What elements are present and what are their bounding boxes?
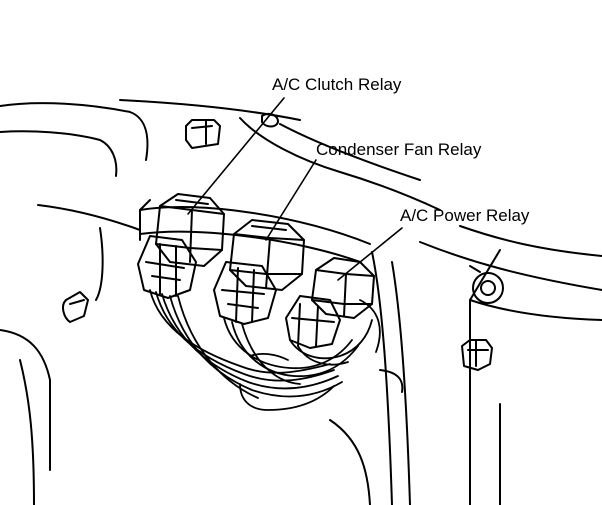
leader-condenser-fan-relay [265, 159, 317, 241]
leader-lines [187, 97, 403, 281]
power-relay-body [285, 257, 375, 349]
condenser-fan-relay-body [213, 219, 305, 325]
clutch-relay-label: A/C Clutch Relay [272, 75, 402, 94]
clutch-relay-body [137, 193, 225, 299]
leader-clutch-relay [187, 97, 285, 215]
background-panels [0, 99, 602, 505]
wire-harness [149, 289, 381, 411]
power-relay-label: A/C Power Relay [400, 206, 530, 225]
fittings [62, 113, 504, 371]
mounting-rail [139, 199, 371, 263]
leader-power-relay [337, 227, 403, 281]
condenser-fan-relay-label: Condenser Fan Relay [316, 140, 482, 159]
